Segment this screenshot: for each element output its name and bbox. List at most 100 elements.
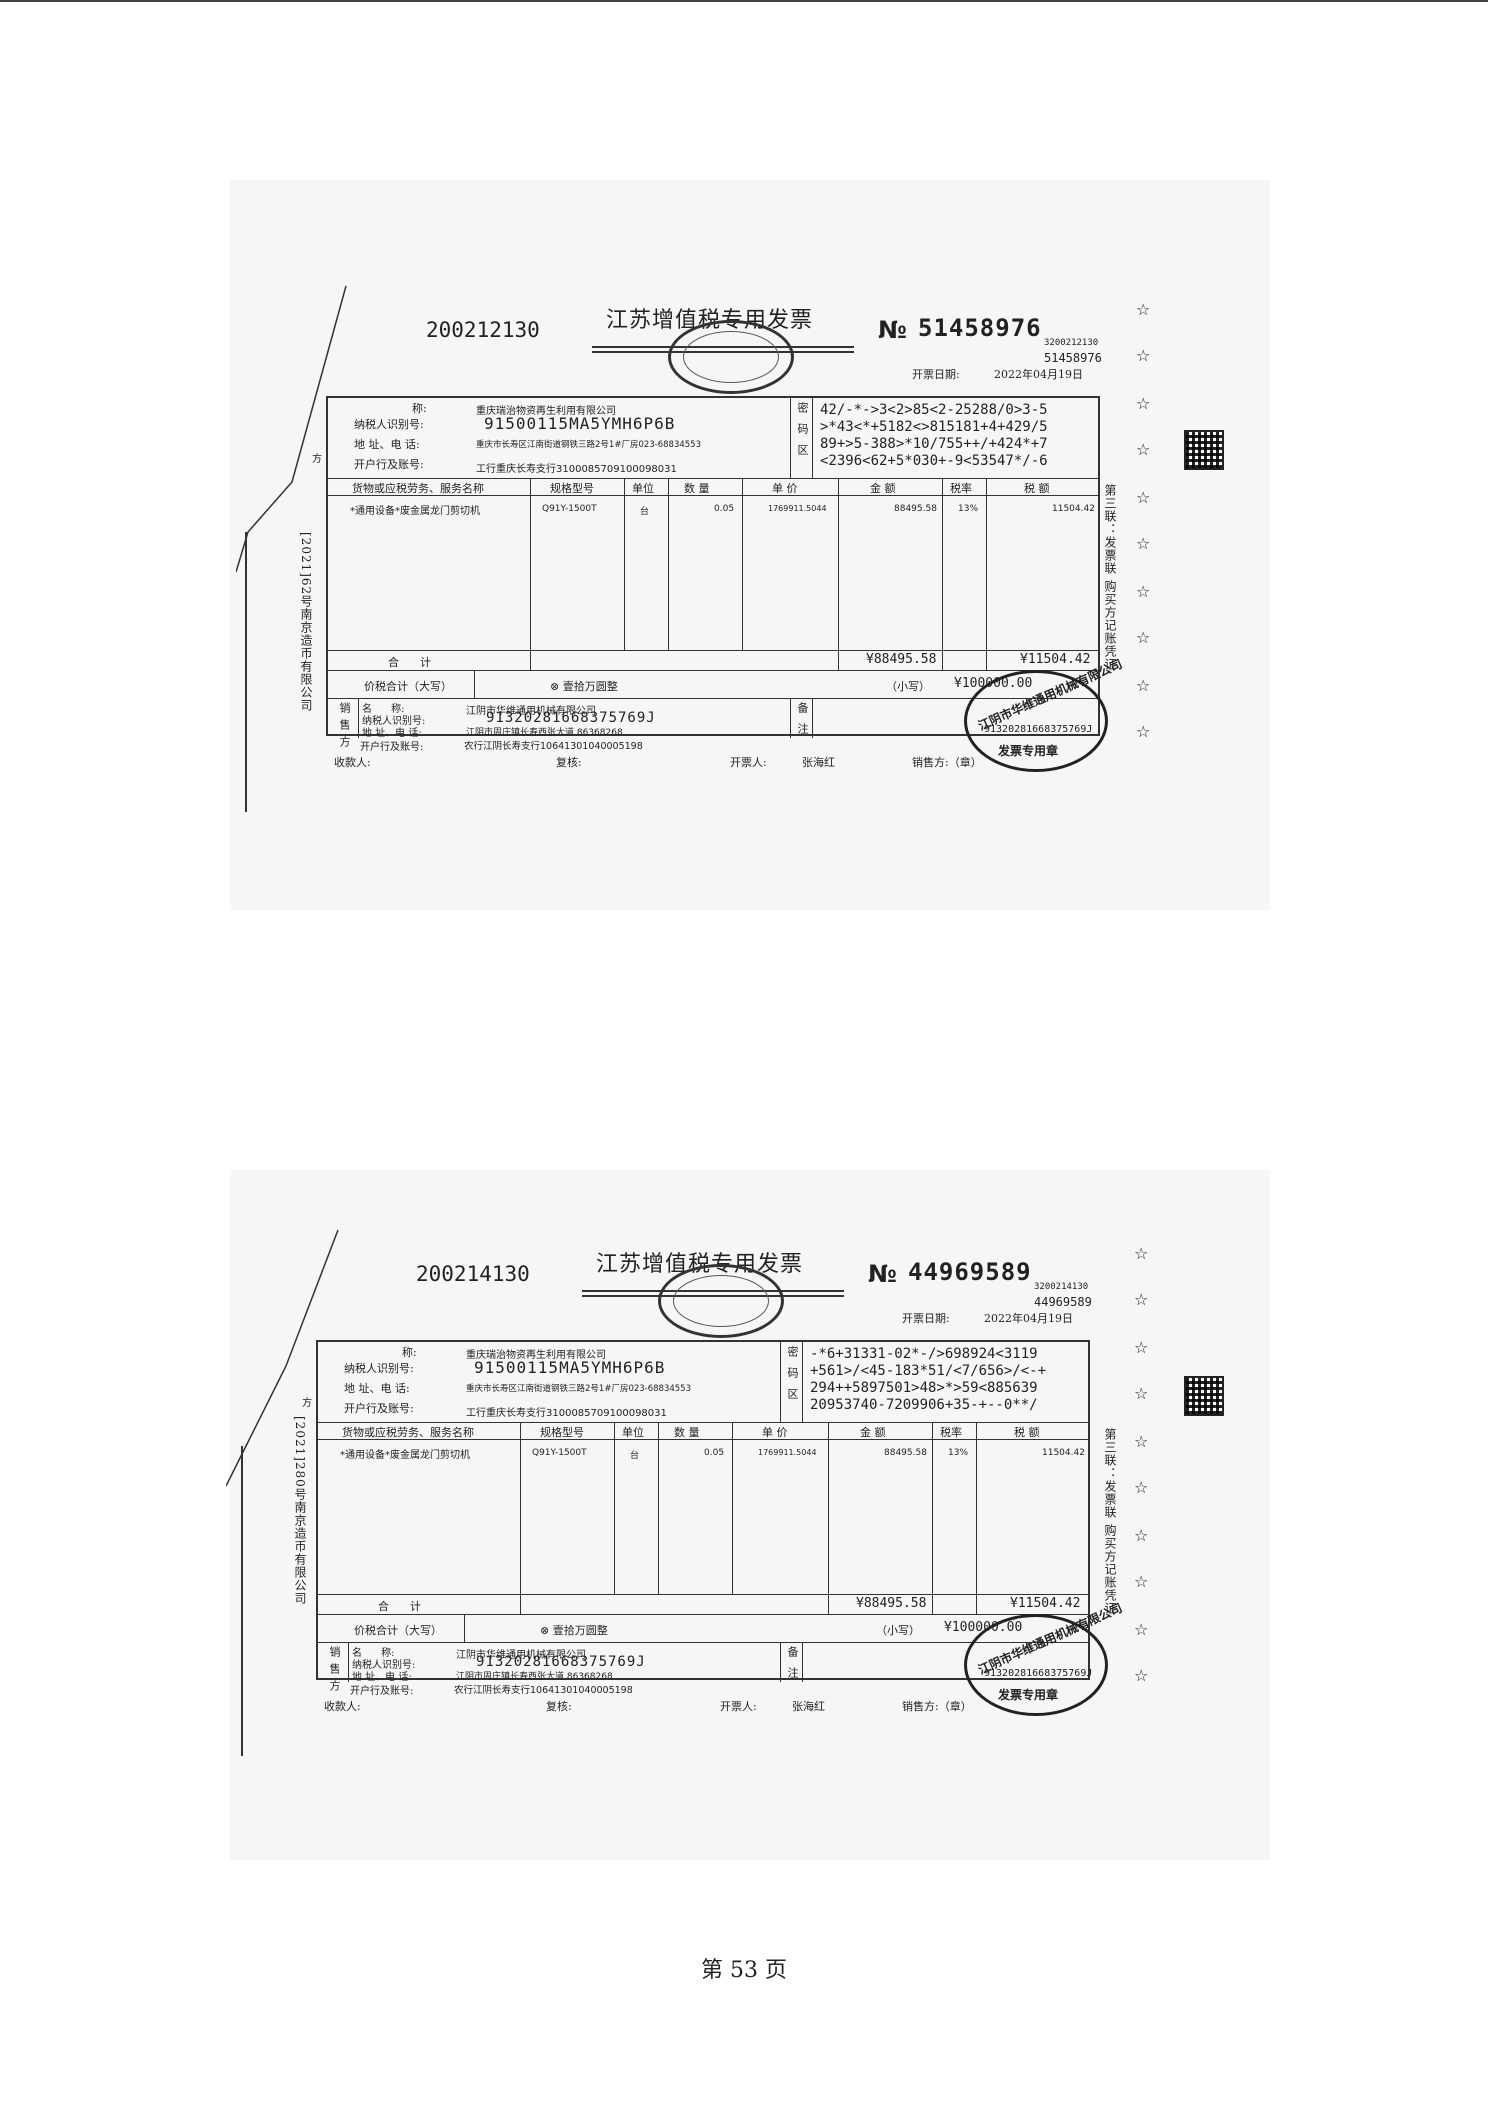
buyer-address-label: 地 址、电 话: <box>354 438 420 451</box>
buyer-address: 重庆市长寿区江南街道钢铁三路2号1#厂房023-68834553 <box>476 440 701 450</box>
invoice-number: 51458976 <box>918 314 1042 342</box>
issuer-name: 张海红 <box>792 1700 825 1713</box>
grand-total-label: 价税合计（大写） <box>364 680 452 693</box>
buyer-taxid: 91500115MA5YMH6P6B <box>484 414 676 433</box>
seller-name-label: 名 称: <box>352 1648 395 1659</box>
binding-hole-icon: ☆ <box>1134 1620 1149 1639</box>
buyer-bank: 工行重庆长寿支行3100085709100098031 <box>466 1408 667 1419</box>
binding-hole-icon: ☆ <box>1134 1244 1149 1263</box>
item-name: *通用设备*废金属龙门剪切机 <box>350 506 480 517</box>
cipher-zone-label: 密码区 <box>786 1346 799 1409</box>
seller-bank-label: 开户行及账号: <box>360 742 424 753</box>
issue-date-label: 开票日期: <box>902 1312 950 1325</box>
seller-name: 江阴市华维通用机械有限公司 <box>466 706 596 717</box>
binding-hole-icon: ☆ <box>1136 582 1151 601</box>
buyer-taxid: 91500115MA5YMH6P6B <box>474 1358 666 1377</box>
col-qty: 数 量 <box>684 482 710 495</box>
seal-taxid: 91320281668375769J <box>984 1668 1093 1679</box>
binding-hole-icon: ☆ <box>1134 1666 1149 1685</box>
buyer-address-label: 地 址、电 话: <box>344 1382 410 1395</box>
issue-date: 2022年04月19日 <box>984 1312 1073 1325</box>
issue-date-label: 开票日期: <box>912 368 960 381</box>
binding-hole-icon: ☆ <box>1134 1526 1149 1545</box>
item-spec: Q91Y-1500T <box>532 1448 587 1458</box>
buyer-taxid-label: 纳税人识别号: <box>354 418 424 431</box>
binding-hole-icon: ☆ <box>1136 440 1151 459</box>
torn-edge <box>236 285 347 812</box>
reviewer-label: 复核: <box>546 1700 572 1713</box>
invoice-2: 200214130 江苏增值税专用发票 № 44969589 320021413… <box>226 1216 1224 1756</box>
item-unit: 台 <box>630 1451 640 1461</box>
invoice-left-code: 200214130 <box>416 1262 530 1286</box>
torn-edge <box>226 1229 339 1756</box>
seller-address-label: 地 址、电 话: <box>362 728 422 739</box>
seller-invoice-seal <box>964 1614 1108 1716</box>
invoice-code-small: 3200212130 <box>1044 338 1099 348</box>
payee-label: 收款人: <box>324 1700 361 1713</box>
issuer-label: 开票人: <box>730 756 767 769</box>
grand-total-words: ⊗ 壹拾万圆整 <box>550 680 618 693</box>
grand-total-small-label: （小写） <box>876 1624 920 1637</box>
tax-bureau-seal <box>668 320 794 394</box>
item-price: 1769911.5044 <box>768 504 827 513</box>
item-price: 1769911.5044 <box>758 1448 817 1457</box>
seller-invoice-seal <box>964 670 1108 772</box>
copy-designation: 第三联：发票联 购买方记账凭证 <box>1103 484 1117 671</box>
copy-designation: 第三联：发票联 购买方记账凭证 <box>1103 1428 1117 1615</box>
col-unit: 单位 <box>632 482 654 495</box>
seller-stamp-label: 销售方:（章） <box>902 1700 972 1713</box>
total-tax: ¥11504.42 <box>1020 652 1091 667</box>
seller-taxid: 91320281668375769J <box>476 1654 646 1670</box>
binding-hole-icon: ☆ <box>1134 1432 1149 1451</box>
issuer-label: 开票人: <box>720 1700 757 1713</box>
total-tax: ¥11504.42 <box>1010 1596 1081 1611</box>
buyer-name: 重庆瑞治物资再生利用有限公司 <box>466 1350 606 1361</box>
seller-stamp-label: 销售方:（章） <box>912 756 982 769</box>
buyer-name-label: 称: <box>402 1346 417 1359</box>
remarks-label: 备注 <box>786 1646 799 1688</box>
invoice-table: 称: 重庆瑞治物资再生利用有限公司 纳税人识别号: 91500115MA5YMH… <box>326 396 1100 753</box>
seller-side-label: 销售方 <box>338 702 351 753</box>
page-number: 第 53 页 <box>701 1958 787 1983</box>
grand-total-label: 价税合计（大写） <box>354 1624 442 1637</box>
printer-imprint: [2021]280号南京造币有限公司 <box>293 1416 307 1605</box>
col-spec: 规格型号 <box>550 482 594 495</box>
item-tax: 11504.42 <box>1042 1448 1085 1458</box>
payee-label: 收款人: <box>334 756 371 769</box>
qr-code-icon <box>1184 430 1224 470</box>
col-amount: 金 额 <box>870 482 896 495</box>
scan-area-1 <box>230 180 1270 910</box>
item-unit: 台 <box>640 507 650 517</box>
col-goods-name: 货物或应税劳务、服务名称 <box>342 1426 474 1439</box>
binding-hole-icon: ☆ <box>1136 628 1151 647</box>
seller-name: 江阴市华维通用机械有限公司 <box>456 1650 586 1661</box>
printer-imprint: [2021]62号南京造币有限公司 <box>299 532 313 713</box>
binding-hole-icon: ☆ <box>1134 1290 1149 1309</box>
cipher-zone-label: 密码区 <box>796 402 809 465</box>
seller-bank-label: 开户行及账号: <box>350 1686 414 1697</box>
col-price: 单 价 <box>772 482 798 495</box>
total-label: 合 计 <box>388 656 431 669</box>
seller-side-label: 销售方 <box>328 1646 341 1697</box>
invoice-number-small: 44969589 <box>1034 1295 1092 1309</box>
binding-hole-icon: ☆ <box>1134 1384 1149 1403</box>
col-goods-name: 货物或应税劳务、服务名称 <box>352 482 484 495</box>
buyer-name-label: 称: <box>412 402 427 415</box>
cipher-text: -*6+31331-02*-/>698924<3119 +561>/<45-18… <box>810 1346 1047 1413</box>
buyer-side-label: 方 <box>302 1398 312 1409</box>
grand-total-small-label: （小写） <box>886 680 930 693</box>
grand-total-words: ⊗ 壹拾万圆整 <box>540 1624 608 1637</box>
col-spec: 规格型号 <box>540 1426 584 1439</box>
seller-bank: 农行江阴长寿支行10641301040005198 <box>454 1685 633 1696</box>
seller-name-label: 名 称: <box>362 704 405 715</box>
item-rate: 13% <box>948 1448 969 1458</box>
remarks-label: 备注 <box>796 702 809 744</box>
total-amount: ¥88495.58 <box>856 1596 927 1611</box>
seal-type: 发票专用章 <box>998 1688 1059 1702</box>
binding-hole-icon: ☆ <box>1136 300 1151 319</box>
issue-date: 2022年04月19日 <box>994 368 1083 381</box>
buyer-name: 重庆瑞治物资再生利用有限公司 <box>476 406 616 417</box>
item-tax: 11504.42 <box>1052 504 1095 514</box>
col-unit: 单位 <box>622 1426 644 1439</box>
invoice-number-symbol: № <box>878 316 907 344</box>
